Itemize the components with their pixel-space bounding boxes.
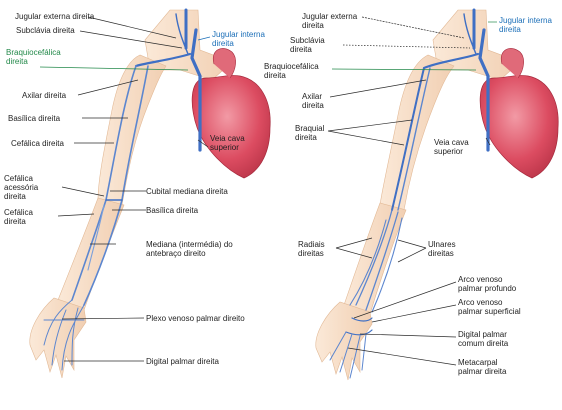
right-figure (315, 8, 559, 381)
label-right-metacarpal: Metacarpal palmar direita (458, 358, 507, 376)
right-hand (315, 301, 373, 381)
label-left-mediana: Mediana (intermédia) do antebraço direit… (146, 240, 233, 258)
label-right-arco-profundo: Arco venoso palmar profundo (458, 275, 517, 293)
label-left-plexo: Plexo venoso palmar direito (146, 314, 245, 323)
label-left-veia-cava: Veia cava superior (210, 134, 245, 152)
label-left-jugular-interna: Jugular interna direita (212, 30, 265, 48)
right-upper-arm (379, 54, 455, 211)
left-heart (191, 75, 271, 179)
label-right-jugular-externa: Jugular externa direita (302, 12, 358, 30)
label-left-cefalica-acessoria: Cefálica acessória direita (4, 174, 39, 201)
right-heart (479, 75, 559, 179)
label-right-axilar: Axilar direita (302, 92, 324, 110)
right-veins (329, 8, 490, 379)
label-right-veia-cava: Veia cava superior (434, 138, 469, 156)
label-left-cefalica-low: Cefálica direita (4, 208, 33, 226)
label-left-cefalica: Cefálica direita (11, 139, 64, 148)
leader-lines (39, 16, 497, 366)
label-left-cubital-mediana: Cubital mediana direita (146, 187, 228, 196)
label-left-subclavia: Subclávia direita (16, 26, 75, 35)
label-right-jugular-interna: Jugular interna direita (499, 16, 552, 34)
label-left-digital-palmar: Digital palmar direita (146, 357, 219, 366)
label-right-braquiocefalica: Braquiocefálica direita (264, 62, 319, 80)
left-forearm (57, 197, 125, 311)
left-figure (29, 8, 271, 379)
label-right-radiais: Radiais direitas (298, 240, 325, 258)
label-right-braquial: Braquial direita (295, 124, 325, 142)
label-left-axilar: Axilar direita (22, 91, 67, 100)
label-right-subclavia: Subclávia direita (290, 36, 325, 54)
left-veins (43, 8, 202, 371)
label-left-basilica-top: Basílica direita (8, 114, 61, 123)
label-right-ulnares: Ulnares direitas (428, 240, 456, 258)
label-right-arco-superficial: Arco venoso palmar superficial (458, 298, 521, 316)
label-right-digital-comum: Digital palmar comum direita (458, 330, 509, 348)
label-left-jugular-externa: Jugular externa direita (15, 12, 95, 21)
label-left-braquiocefalica: Braquiocefálica direita (6, 48, 61, 66)
right-forearm (343, 202, 407, 315)
label-left-basilica-low: Basílica direita (146, 206, 199, 215)
